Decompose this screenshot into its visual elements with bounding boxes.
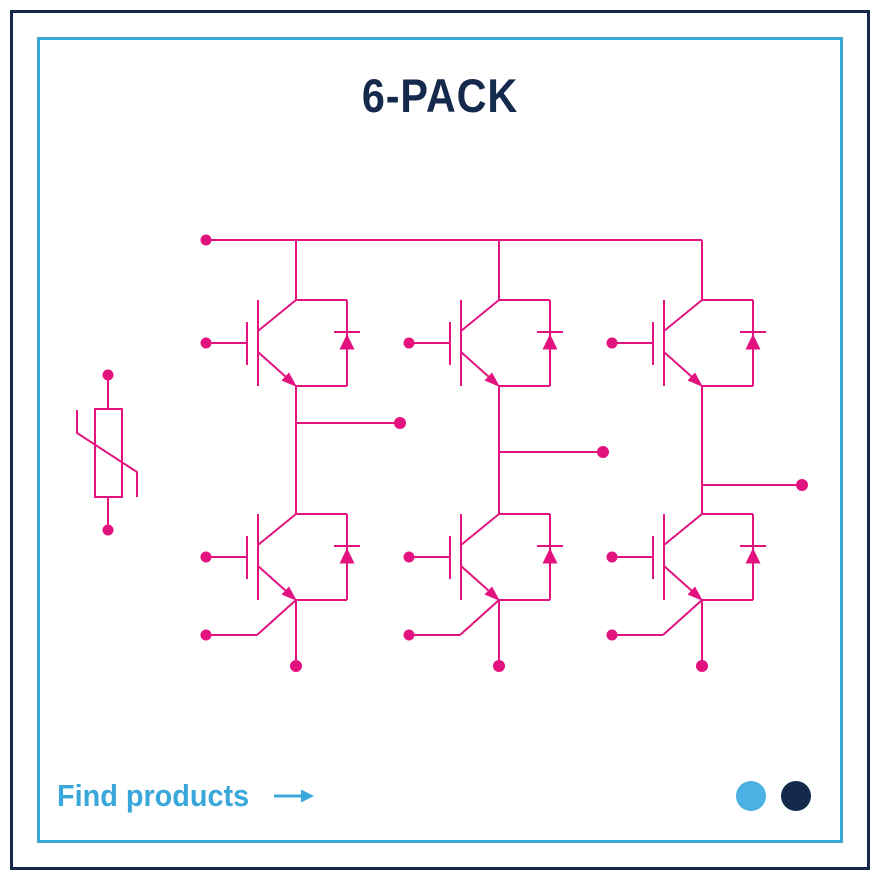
igbt-high-3 [605,299,767,388]
dc-plus-rail [200,234,703,300]
igbt-high-2 [402,299,564,388]
outer-navy-frame [10,10,870,870]
igbt-low-1 [201,514,361,672]
carousel-dot-navy[interactable] [781,781,811,811]
half-bridge-3 [605,299,808,672]
carousel-dots [736,781,811,811]
inner-blue-frame [37,37,843,843]
card-title: 6-PACK [361,69,519,122]
phase-output-terminal-3 [796,479,808,491]
half-bridge-1 [199,299,406,672]
half-bridge-2 [402,299,609,672]
find-products-label: Find products [57,778,250,813]
carousel-dot-light-blue[interactable] [736,781,766,811]
ntc-thermistor-symbol [76,369,138,536]
right-arrow-icon [273,789,314,803]
find-products-link[interactable]: Find products [57,778,315,814]
phase-output-terminal-1 [394,417,406,429]
igbt-low-2 [404,514,564,672]
igbt-low-3 [607,514,767,672]
phase-output-terminal-2 [597,446,609,458]
igbt-high-1 [199,299,361,388]
